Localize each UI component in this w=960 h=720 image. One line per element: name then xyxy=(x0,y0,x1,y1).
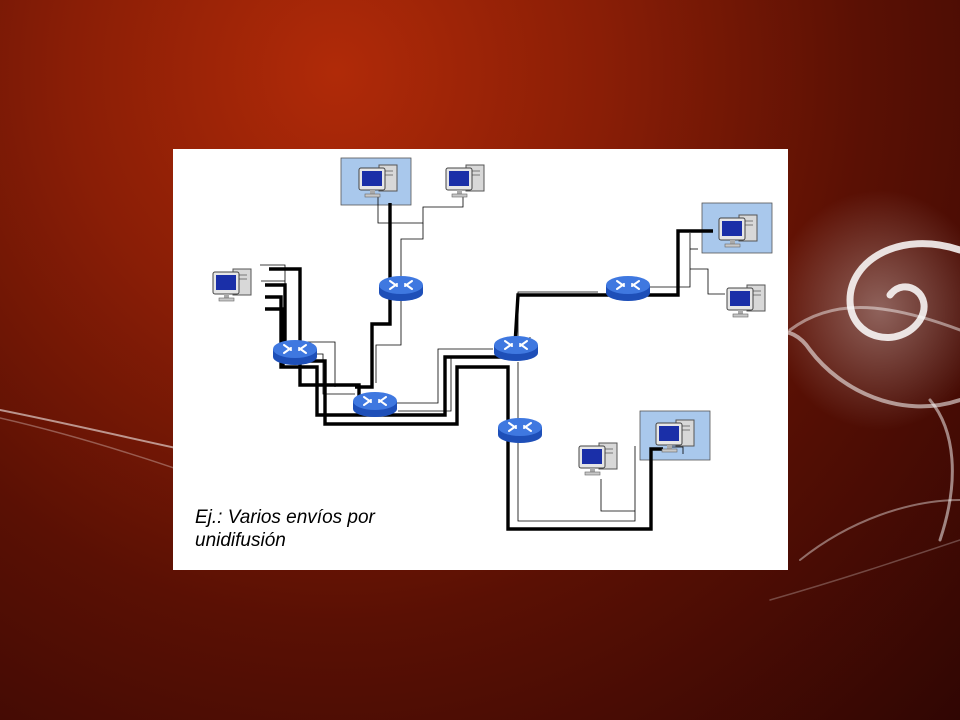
caption: Ej.: Varios envíos por unidifusión xyxy=(195,506,495,552)
router-center xyxy=(352,391,398,418)
router-left xyxy=(272,339,318,366)
network-links xyxy=(260,197,725,522)
host-bottom-left xyxy=(578,442,618,476)
host-right-bottom xyxy=(726,284,766,318)
network-diagram xyxy=(212,157,773,531)
host-top-right xyxy=(445,164,485,198)
unicast-paths xyxy=(265,203,713,531)
network-figure: Ej.: Varios envíos por unidifusión xyxy=(173,149,788,570)
router-bottom xyxy=(497,417,543,444)
host-left xyxy=(212,268,252,302)
caption-line-2: unidifusión xyxy=(195,530,286,551)
router-right xyxy=(605,275,651,302)
caption-line-1: Ej.: Varios envíos por xyxy=(195,507,375,528)
router-middle xyxy=(493,335,539,362)
router-top xyxy=(378,275,424,302)
